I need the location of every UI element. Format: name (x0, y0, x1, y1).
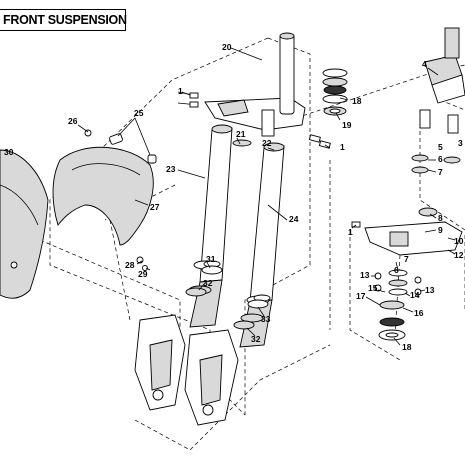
bolt-cluster-top (177, 91, 331, 149)
title-box: FRONT SUSPENSION (0, 9, 127, 31)
callout-4: 4 (422, 59, 427, 69)
leader-lines (77, 47, 456, 346)
callout-6-upper: 6 (438, 154, 443, 164)
callout-23: 23 (166, 164, 176, 174)
handlebar-riser-assembly (411, 27, 465, 174)
callout-1-lower: 1 (348, 227, 353, 237)
callout-22: 22 (262, 138, 272, 148)
callout-12: 12 (454, 250, 464, 260)
axle-washers (185, 265, 269, 330)
callout-18-lower: 18 (402, 342, 412, 352)
callout-17: 17 (356, 291, 366, 301)
callout-labels: 20 18 19 1 1 25 26 30 27 21 22 23 24 28 … (4, 42, 464, 352)
callout-1-top-left: 1 (178, 86, 183, 96)
callout-33: 33 (261, 314, 271, 324)
callout-30: 30 (4, 147, 14, 157)
callout-27: 27 (150, 202, 160, 212)
callout-31: 31 (206, 254, 216, 264)
callout-13-right: 13 (425, 285, 435, 295)
callout-3: 3 (458, 138, 463, 148)
callout-32-left: 32 (203, 278, 213, 288)
callout-13-left: 13 (360, 270, 370, 280)
fork-leg-left (134, 314, 186, 411)
callout-19: 19 (342, 120, 352, 130)
front-cowl (0, 149, 49, 299)
callout-8: 8 (438, 213, 443, 223)
lower-triple-clamp (364, 207, 463, 256)
callout-20: 20 (222, 42, 232, 52)
callout-18-upper: 18 (352, 96, 362, 106)
callout-32-right: 32 (251, 334, 261, 344)
callout-9: 9 (438, 225, 443, 235)
callout-25: 25 (134, 108, 144, 118)
callout-5: 5 (438, 142, 443, 152)
callout-6-lower: 6 (394, 265, 399, 275)
diagram-title: FRONT SUSPENSION (3, 13, 127, 27)
callout-21: 21 (236, 129, 246, 139)
fork-seal-rings (203, 139, 271, 302)
callout-28: 28 (125, 260, 135, 270)
front-fender (52, 146, 154, 246)
fork-leg-right (184, 329, 239, 426)
callout-15: 15 (368, 283, 378, 293)
callout-7-upper: 7 (438, 167, 443, 177)
callout-14: 14 (410, 290, 420, 300)
lower-bearing-stack (351, 221, 422, 341)
callout-29: 29 (138, 269, 148, 279)
upper-triple-clamp (204, 32, 306, 137)
callout-10: 10 (454, 236, 464, 246)
callout-1-top-right: 1 (340, 142, 345, 152)
callout-16: 16 (414, 308, 424, 318)
fork-tube-right (239, 142, 285, 348)
callout-7-lower: 7 (404, 254, 409, 264)
upper-bearing-stack (322, 68, 348, 116)
callout-26: 26 (68, 116, 78, 126)
callout-24: 24 (289, 214, 299, 224)
fork-tube-left (188, 124, 233, 328)
